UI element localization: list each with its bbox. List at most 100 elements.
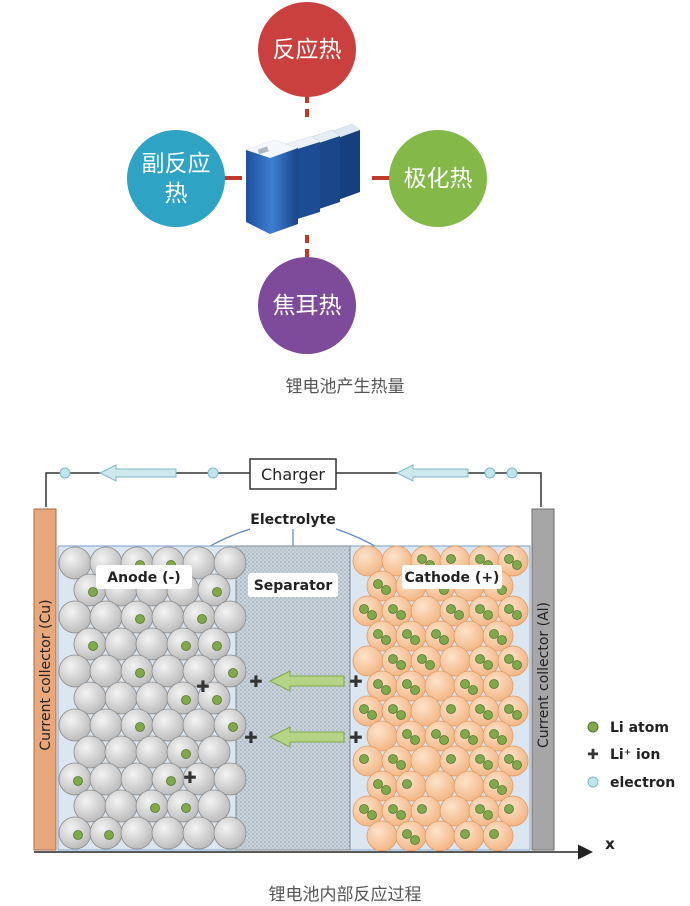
svg-text:✚: ✚: [249, 672, 262, 691]
anode-particle: [213, 546, 247, 580]
li-atom: [512, 760, 522, 770]
li-atom: [504, 554, 514, 564]
x-axis-label: x: [605, 835, 615, 853]
li-atom: [381, 585, 391, 595]
anode-particle: [213, 816, 247, 850]
ion-arrows: [268, 670, 345, 748]
li-atom: [489, 779, 499, 789]
anode-particle: [213, 600, 247, 634]
cathode-label: Cathode (+): [405, 570, 500, 586]
reaction-heat-circle: 反应热: [258, 2, 356, 97]
li-atom: [359, 704, 369, 714]
li-atom: [410, 635, 420, 645]
li-atom: [446, 754, 456, 764]
joule-heat-circle: 焦耳热: [258, 257, 356, 354]
li-atom: [359, 754, 369, 764]
legend: Li atom ✚ Li⁺ ion electron: [587, 720, 675, 791]
li-atom: [367, 810, 377, 820]
li-atom: [417, 654, 427, 664]
li-atom: [454, 610, 464, 620]
top-caption: 锂电池产生热量: [285, 377, 405, 397]
li-atom: [396, 710, 406, 720]
li-atom: [373, 629, 383, 639]
li-atom: [475, 754, 485, 764]
li-atom: [197, 614, 207, 624]
li-atom: [181, 695, 191, 705]
li-atom: [402, 679, 412, 689]
side-reaction-heat-label: 副反应热: [141, 150, 211, 207]
li-atom: [483, 710, 493, 720]
li-atom: [483, 760, 493, 770]
svg-text:✚: ✚: [349, 672, 362, 691]
li-atom: [504, 804, 514, 814]
li-atom: [512, 610, 522, 620]
cu-collector-label: Current collector (Cu): [38, 599, 54, 750]
svg-text:✚: ✚: [183, 768, 196, 787]
li-atom: [402, 629, 412, 639]
li-atom: [373, 679, 383, 689]
charger-label: Charger: [261, 465, 325, 484]
li-atom: [166, 776, 176, 786]
li-atom: [88, 641, 98, 651]
li-atom: [212, 695, 222, 705]
li-atom: [388, 704, 398, 714]
polarization-heat-label: 极化热: [403, 165, 473, 192]
li-atom: [446, 554, 456, 564]
li-atom: [388, 654, 398, 664]
li-atom: [475, 654, 485, 664]
li-atom: [460, 679, 470, 689]
li-atom: [359, 804, 369, 814]
li-atom: [373, 779, 383, 789]
separator-label-box: [248, 573, 338, 597]
li-atom: [410, 835, 420, 845]
li-atom: [150, 803, 160, 813]
li-atom: [388, 754, 398, 764]
li-atom: [396, 760, 406, 770]
charger-box: [249, 458, 337, 490]
reaction-heat-label: 反应热: [272, 36, 342, 63]
li-atom: [135, 722, 145, 732]
cu-collector: [33, 508, 57, 851]
al-collector: [531, 508, 555, 851]
li-atom: [504, 754, 514, 764]
li-atom: [512, 660, 522, 670]
li-atom: [410, 685, 420, 695]
li-atom: [417, 554, 427, 564]
li-atom: [497, 785, 507, 795]
anode-label: Anode (-): [107, 570, 180, 586]
li-atom: [475, 554, 485, 564]
li-atom: [431, 629, 441, 639]
li-atom: [212, 641, 222, 651]
li-atom: [388, 604, 398, 614]
connector-lines: [224, 95, 390, 258]
li-ion-legend-label: Li⁺ ion: [610, 747, 660, 763]
li-atom: [367, 710, 377, 720]
li-atom: [439, 635, 449, 645]
li-atom: [381, 635, 391, 645]
li-atom: [489, 729, 499, 739]
al-collector-label: Current collector (Al): [536, 602, 552, 748]
anode-particles: [58, 546, 247, 850]
li-atom: [135, 614, 145, 624]
separator-label: Separator: [254, 578, 333, 594]
li-atom: [431, 729, 441, 739]
anode-particle: [182, 816, 216, 850]
li-atom: [504, 704, 514, 714]
li-atom: [373, 579, 383, 589]
anode-particle: [197, 789, 231, 823]
svg-text:✚: ✚: [244, 728, 257, 747]
li-atom: [73, 830, 83, 840]
li-atom: [475, 704, 485, 714]
li-atom: [439, 735, 449, 745]
anode-particle: [213, 762, 247, 796]
anode-particle: [120, 816, 154, 850]
li-atom: [468, 735, 478, 745]
li-atom: [181, 641, 191, 651]
li-atom: [483, 810, 493, 820]
li-atom: [489, 829, 499, 839]
li-atom: [475, 804, 485, 814]
li-atom: [181, 803, 191, 813]
li-atom: [402, 779, 412, 789]
li-atom: [425, 660, 435, 670]
electrolyte-label: Electrolyte: [250, 512, 335, 528]
